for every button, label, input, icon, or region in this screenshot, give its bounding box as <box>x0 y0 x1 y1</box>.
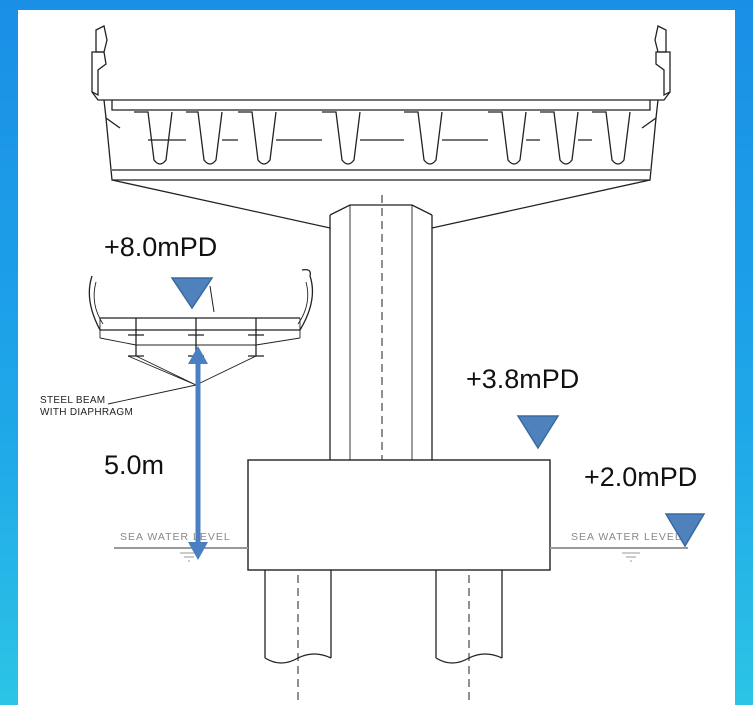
level-markers <box>170 277 706 548</box>
clearance-label: 5.0m <box>104 450 164 480</box>
beam-label-line2: WITH DIAPHRAGM <box>40 407 133 418</box>
sea-level-label: +2.0mPD <box>584 462 697 492</box>
deck-level-label: +8.0mPD <box>104 232 217 262</box>
clearance-arrow <box>188 346 208 560</box>
steel-beam-section <box>88 268 314 405</box>
deck-level-marker <box>170 277 214 310</box>
piles <box>264 570 503 700</box>
sea-water-label-right: SEA WATER LEVEL <box>571 531 682 543</box>
beam-label-line1: STEEL BEAM <box>40 395 105 406</box>
pile-cap <box>247 459 551 571</box>
bridge-deck <box>91 25 671 229</box>
sea-level-marker <box>664 513 706 548</box>
sea-water-lines <box>114 547 688 562</box>
pilecap-level-marker <box>516 415 560 450</box>
bridge-section-diagram: SEA WATER LEVEL SEA WATER LEVEL <box>40 25 706 700</box>
sea-water-label-left: SEA WATER LEVEL <box>120 531 231 543</box>
pier-column <box>329 195 433 520</box>
pilecap-level-label: +3.8mPD <box>466 364 579 394</box>
drawing-canvas: SEA WATER LEVEL SEA WATER LEVEL <box>18 10 735 705</box>
